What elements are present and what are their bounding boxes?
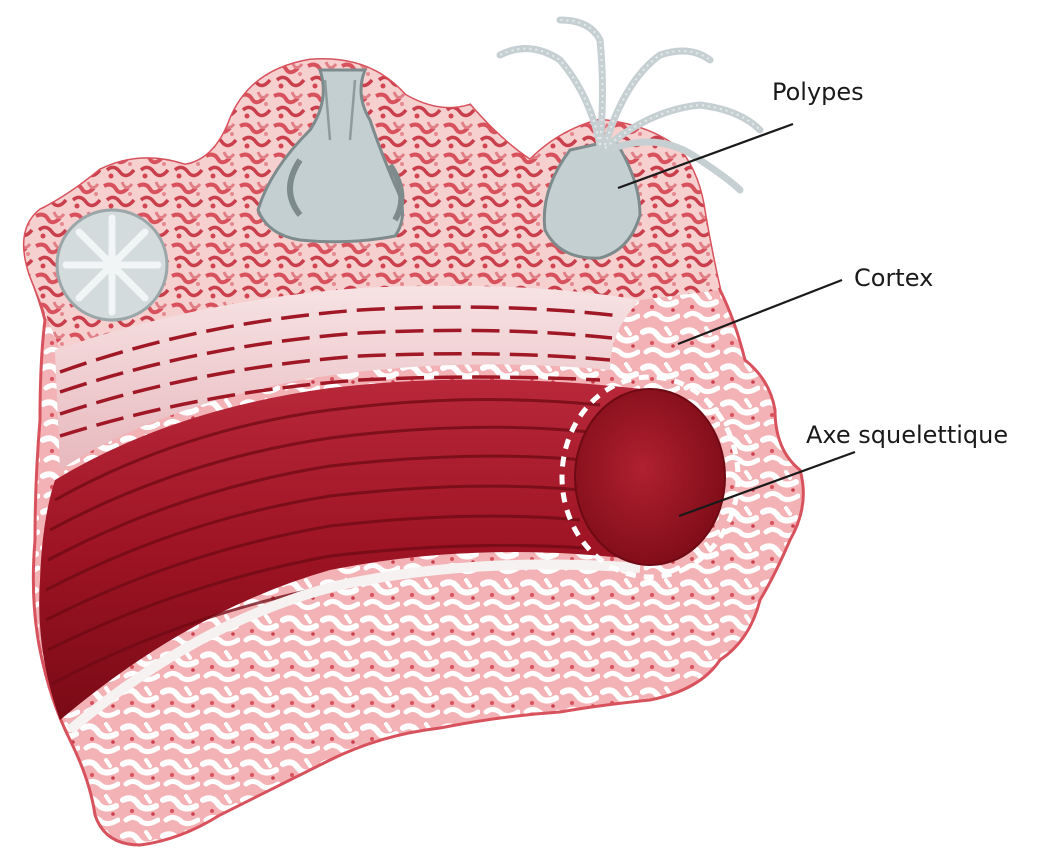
polyp-cross-section bbox=[57, 210, 167, 320]
label-polypes: Polypes bbox=[772, 80, 864, 104]
label-cortex: Cortex bbox=[854, 266, 933, 290]
label-axe-squelettique: Axe squelettique bbox=[806, 423, 1008, 447]
axis-end-section bbox=[575, 389, 725, 565]
